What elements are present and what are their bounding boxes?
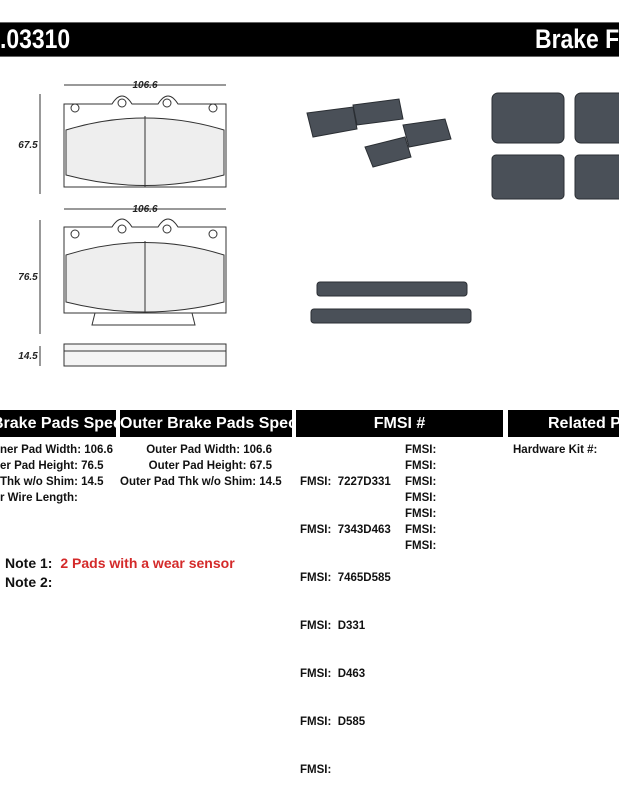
fmsi-item: FMSI: xyxy=(405,492,437,504)
fmsi-item: FMSI: xyxy=(405,460,437,472)
note-1: Note 1: 2 Pads with a wear sensor xyxy=(5,555,235,571)
page-title: Brake F xyxy=(535,24,619,54)
inner-height-dim: 76.5 xyxy=(18,272,38,283)
inner-pad-width: ner Pad Width: 106.6 xyxy=(0,444,114,456)
fmsi-item: FMSI: D463 xyxy=(300,668,366,680)
pad-technical-drawing: 106.6 67.5 106.6 76.5 14.5 xyxy=(18,80,227,367)
inner-pad-height: er Pad Height: 76.5 xyxy=(0,460,104,472)
outer-width-dim: 106.6 xyxy=(132,80,157,91)
outer-specs-header: Outer Brake Pads Specs xyxy=(120,410,292,437)
outer-specs-list: Outer Pad Width: 106.6 Outer Pad Height:… xyxy=(120,442,282,490)
fmsi-col-2: FMSI: FMSI: FMSI: FMSI: FMSI: FMSI: FMSI… xyxy=(405,442,436,554)
fmsi-col-1: FMSI: 7227D331 FMSI: 7343D463 FMSI: 7465… xyxy=(300,442,391,794)
fmsi-item: FMSI: xyxy=(405,540,437,552)
fmsi-item: FMSI: xyxy=(405,476,437,488)
outer-pad-thickness: Outer Pad Thk w/o Shim: 14.5 xyxy=(120,476,282,488)
header-bar xyxy=(0,22,619,57)
pad-photos xyxy=(306,92,619,324)
fmsi-item: FMSI: xyxy=(300,764,332,776)
fmsi-item: FMSI: xyxy=(405,444,437,456)
inner-width-dim: 106.6 xyxy=(132,204,157,215)
fmsi-item: FMSI: xyxy=(405,508,437,520)
note-1-value: 2 Pads with a wear sensor xyxy=(60,555,235,571)
note-2-label: Note 2: xyxy=(5,574,53,590)
note-1-label: Note 1: xyxy=(5,555,53,571)
fmsi-item: FMSI: xyxy=(405,524,437,536)
fmsi-item: FMSI: 7465D585 xyxy=(300,572,391,584)
outer-pad-height: Outer Pad Height: 67.5 xyxy=(148,460,272,472)
inner-pad-thickness: Thk w/o Shim: 14.5 xyxy=(0,476,104,488)
hardware-kit: Hardware Kit #: xyxy=(513,444,598,456)
fmsi-item: FMSI: D585 xyxy=(300,716,366,728)
fmsi-item: FMSI: 7227D331 xyxy=(300,476,391,488)
fmsi-item: FMSI: 7343D463 xyxy=(300,524,391,536)
fmsi-item: FMSI: D331 xyxy=(300,620,366,632)
inner-specs-list: ner Pad Width: 106.6 er Pad Height: 76.5… xyxy=(0,442,113,506)
fmsi-header: FMSI # xyxy=(296,410,503,437)
inner-specs-header: Brake Pads Specs xyxy=(0,410,116,437)
outer-pad-width: Outer Pad Width: 106.6 xyxy=(146,444,272,456)
wear-wire-length: r Wire Length: xyxy=(0,492,78,504)
thickness-dim: 14.5 xyxy=(18,351,38,362)
outer-height-dim: 67.5 xyxy=(18,140,38,151)
part-number: .03310 xyxy=(0,24,71,54)
note-2: Note 2: xyxy=(5,574,52,590)
related-parts-header: Related Par xyxy=(508,410,619,437)
